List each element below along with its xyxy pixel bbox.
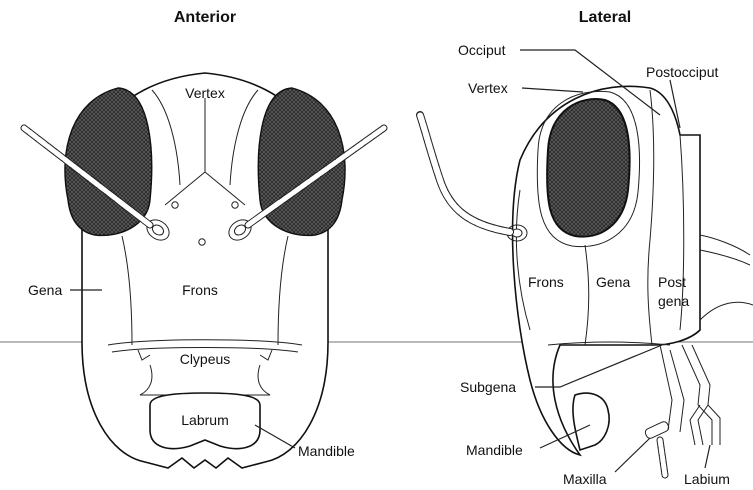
- anterior-label-labrum: Labrum: [181, 412, 228, 428]
- lateral-mandible: [573, 393, 609, 450]
- anterior-label-mandible: Mandible: [298, 443, 355, 459]
- lateral-eye: [547, 99, 630, 237]
- lateral-label-frons: Frons: [528, 274, 564, 290]
- lateral-labium: [682, 345, 720, 445]
- lateral-label-labium: Labium: [684, 471, 730, 487]
- lateral-antenna: [420, 115, 527, 241]
- lateral-neck-lines: [700, 235, 750, 265]
- lateral-label-occiput: Occiput: [458, 42, 506, 58]
- lateral-view: Lateral Occiput Postocciput Vertex Frons…: [420, 9, 753, 487]
- lateral-maxilla: [644, 345, 684, 475]
- lateral-label-postgena-1: Post: [658, 274, 686, 290]
- anterior-view: Anterior Vertex Gena Frons Clypeus Labru…: [24, 9, 384, 468]
- lateral-label-subgena: Subgena: [460, 379, 516, 395]
- anterior-label-vertex: Vertex: [185, 85, 225, 101]
- lateral-label-mandible: Mandible: [466, 442, 523, 458]
- lateral-label-gena: Gena: [596, 274, 630, 290]
- lateral-pronotum-line: [700, 302, 753, 320]
- lateral-label-vertex: Vertex: [468, 80, 508, 96]
- leader-vertex-lateral: [522, 88, 583, 92]
- anterior-label-clypeus: Clypeus: [180, 351, 231, 367]
- anterior-label-frons: Frons: [182, 282, 218, 298]
- anterior-label-gena: Gena: [28, 282, 62, 298]
- leader-maxilla: [615, 438, 650, 472]
- lateral-label-maxilla: Maxilla: [563, 471, 607, 487]
- lateral-title: Lateral: [579, 9, 631, 26]
- lateral-label-postgena-2: gena: [658, 293, 689, 309]
- anterior-title: Anterior: [174, 9, 236, 26]
- leader-labium: [705, 445, 710, 468]
- lateral-label-postocciput: Postocciput: [646, 64, 718, 80]
